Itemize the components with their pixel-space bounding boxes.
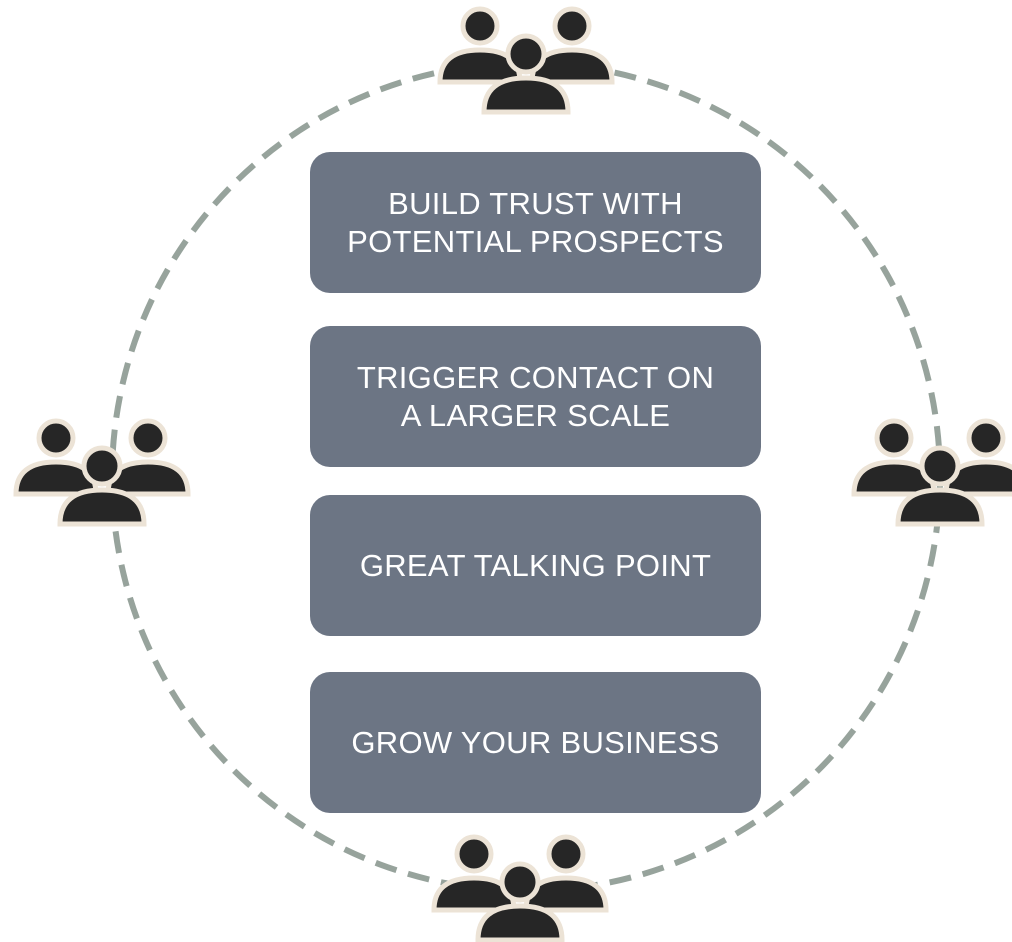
people-group-icon-left xyxy=(13,418,191,527)
box-grow-business: GROW YOUR BUSINESS xyxy=(310,672,761,813)
people-group-icon-top xyxy=(437,6,615,115)
people-group-icon-right xyxy=(851,418,1012,527)
box-build-trust: BUILD TRUST WITH POTENTIAL PROSPECTS xyxy=(310,152,761,293)
box-talking-point: GREAT TALKING POINT xyxy=(310,495,761,636)
box-trigger-contact-label: TRIGGER CONTACT ON A LARGER SCALE xyxy=(356,359,715,433)
box-trigger-contact: TRIGGER CONTACT ON A LARGER SCALE xyxy=(310,326,761,467)
box-grow-business-label: GROW YOUR BUSINESS xyxy=(351,724,720,760)
people-group-icon-bottom xyxy=(431,834,609,942)
box-talking-point-label: GREAT TALKING POINT xyxy=(359,547,712,583)
box-build-trust-label: BUILD TRUST WITH POTENTIAL PROSPECTS xyxy=(347,185,724,259)
